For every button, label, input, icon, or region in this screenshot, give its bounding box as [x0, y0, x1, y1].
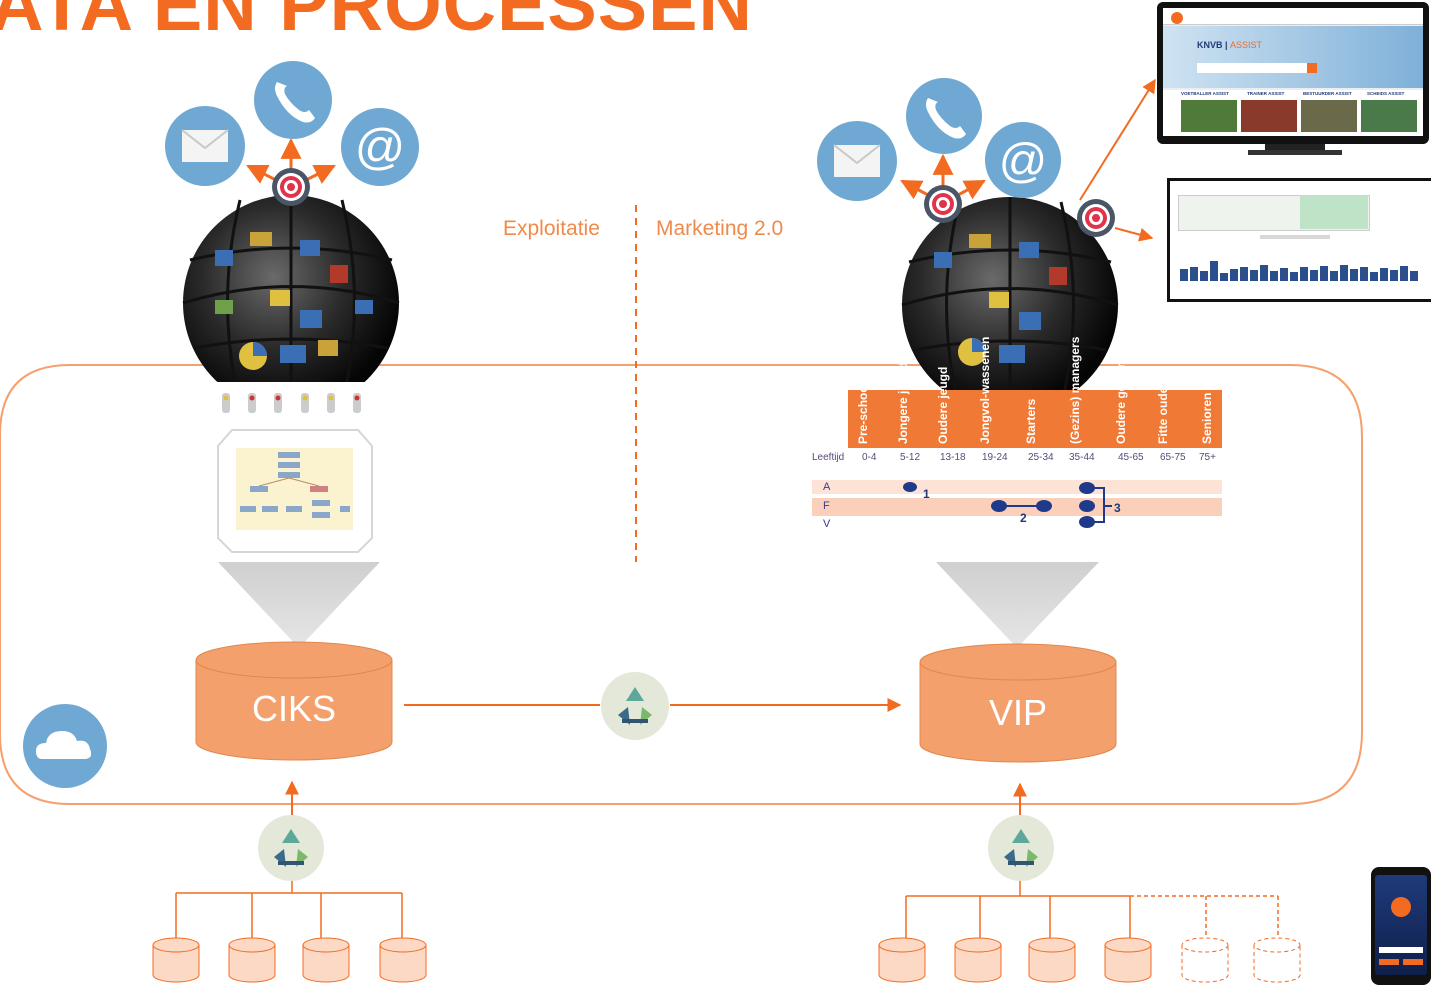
segment-header: Oudere jeugd [936, 366, 950, 444]
age-value: 25-34 [1028, 452, 1054, 463]
recycle-icon [988, 815, 1054, 881]
tile-voetballer: VOETBALLER ASSIST [1181, 91, 1229, 96]
phone-icon [906, 78, 982, 154]
svg-text:@: @ [999, 135, 1048, 188]
segment-header: (Gezins) managers [1068, 336, 1082, 444]
target-icon [1077, 199, 1115, 237]
left-source-tree [175, 878, 403, 940]
tile-scheids: SCHEIDS ASSIST [1367, 91, 1405, 96]
segment-header: Oudere gezinnen [1114, 346, 1128, 444]
process-model-card [217, 429, 373, 553]
target-icon [272, 168, 310, 206]
right-source-tree [905, 878, 1279, 940]
marker-number: 1 [923, 487, 930, 501]
left-funnel [218, 562, 380, 648]
row-label: V [823, 518, 831, 530]
left-data-globe [182, 195, 400, 411]
knvb-brand: KNVB [1197, 40, 1223, 50]
phone-icon [254, 61, 332, 139]
vip-database [919, 643, 1117, 763]
envelope-icon [817, 121, 897, 201]
tile-bestuurder: BESTUURDER ASSIST [1303, 91, 1352, 96]
row-label: A [823, 481, 831, 493]
age-value: 19-24 [982, 452, 1008, 463]
vip-label: VIP [988, 692, 1048, 733]
at-sign-icon: @ [985, 122, 1061, 198]
segment-header: Jongvol-wassenen [978, 336, 992, 444]
report-screenshot [1167, 178, 1431, 302]
segment-header-row: Pre-school Jongere jeugd Oudere jeugd Jo… [848, 337, 1222, 448]
right-channel-icons: @ [817, 78, 1061, 201]
exploitatie-label: Exploitatie [503, 217, 600, 240]
marker-number: 2 [1020, 511, 1027, 525]
assist-brand: ASSIST [1230, 40, 1263, 50]
ciks-database [195, 641, 393, 761]
age-value: 0-4 [862, 452, 877, 463]
segment-header: Fitte ouderen [1156, 367, 1170, 444]
recycle-icon [601, 672, 669, 740]
right-source-databases [878, 937, 1301, 983]
at-sign-icon: @ [341, 108, 419, 186]
age-label: Leeftijd [812, 452, 845, 463]
mobile-app-phone [1371, 867, 1431, 985]
traffic-light-row [222, 393, 361, 413]
age-value: 35-44 [1069, 452, 1095, 463]
segment-header: Starters [1024, 398, 1038, 444]
row-label: F [823, 500, 830, 512]
lifecycle-segment-table: Pre-school Jongere jeugd Oudere jeugd Jo… [812, 337, 1222, 530]
right-data-globe [901, 197, 1119, 413]
segment-header: Pre-school [856, 381, 870, 444]
target-icon [924, 185, 962, 223]
cloud-icon [23, 704, 107, 788]
ciks-label: CIKS [251, 688, 337, 729]
right-funnel [936, 562, 1099, 648]
recycle-icon [258, 815, 324, 881]
knvb-assist-screen: KNVB | ASSIST VOETBALLER ASSIST TRAINER … [1163, 8, 1423, 136]
marketing-label: Marketing 2.0 [656, 217, 784, 240]
marker-number: 3 [1114, 501, 1121, 515]
left-channel-icons: @ [165, 61, 419, 186]
age-value: 65-75 [1160, 452, 1186, 463]
age-value: 45-65 [1118, 452, 1144, 463]
page-title: ATA EN PROCESSEN [0, 0, 753, 46]
left-source-databases [152, 937, 427, 983]
svg-text:@: @ [355, 119, 406, 175]
tile-trainer: TRAINER ASSIST [1247, 91, 1285, 96]
age-value: 5-12 [900, 452, 921, 463]
segment-header: Jongere jeugd [896, 361, 910, 444]
envelope-icon [165, 106, 245, 186]
age-value: 75+ [1199, 452, 1216, 463]
segment-markers [903, 482, 1112, 528]
segment-header: Senioren [1200, 392, 1214, 444]
age-value: 13-18 [940, 452, 966, 463]
cloud-boundary [0, 364, 1363, 805]
